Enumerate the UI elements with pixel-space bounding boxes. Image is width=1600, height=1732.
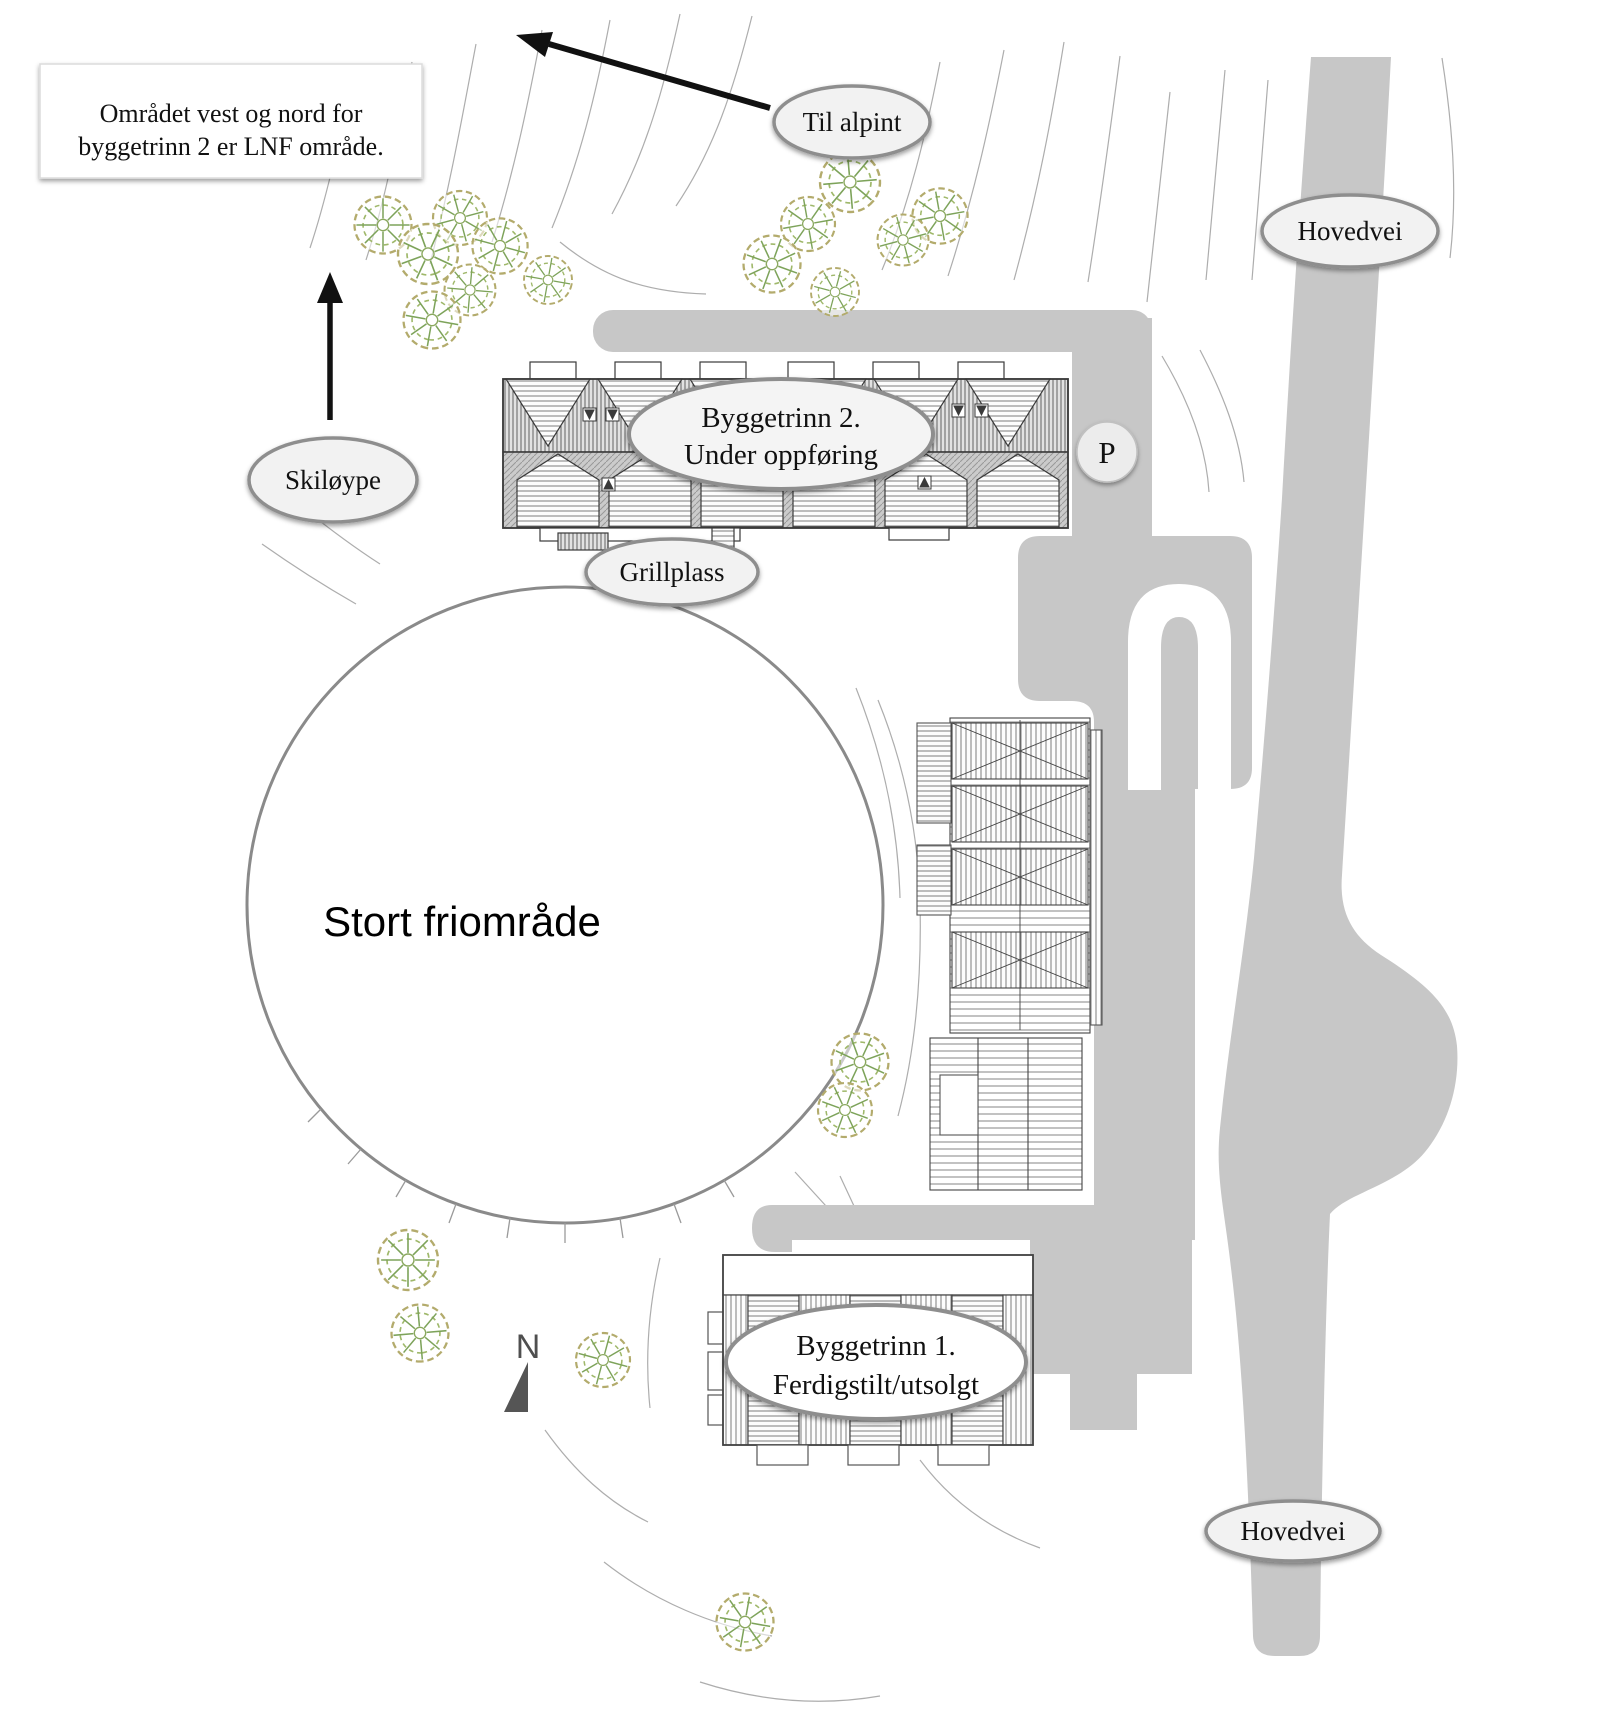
hovedvei-bottom-ellipse	[1204, 1499, 1382, 1563]
parking-label: P	[1098, 435, 1115, 470]
til-alpint-arrow	[516, 32, 771, 111]
tree-icon	[704, 1581, 786, 1663]
til-alpint-label: Til alpint	[803, 107, 902, 137]
north-indicator: N	[504, 1328, 540, 1412]
hovedvei-top-ellipse	[1260, 193, 1440, 269]
byggetrinn2-label-line2: Under oppføring	[684, 439, 878, 471]
north-arrow-icon	[504, 1362, 528, 1412]
til-alpint-ellipse	[772, 84, 932, 160]
note-box: Området vest og nord for byggetrinn 2 er…	[39, 63, 423, 179]
north-label: N	[516, 1328, 541, 1366]
tree-icon	[568, 1325, 638, 1395]
access-road-upper	[593, 310, 1152, 352]
road-arch-cutout	[1128, 584, 1231, 790]
byggetrinn1-label-line1: Byggetrinn 1.	[796, 1330, 956, 1362]
tree-icon	[387, 1300, 453, 1366]
grillplass-label: Grillplass	[620, 557, 725, 587]
skiloype-arrow	[317, 272, 343, 420]
byggetrinn1-label-line2: Ferdigstilt/utsolgt	[773, 1369, 979, 1401]
parking-area	[1030, 1237, 1192, 1430]
building-middle-row	[916, 717, 1103, 1191]
note-line2: byggetrinn 2 er LNF område.	[78, 132, 383, 161]
tree-icon	[364, 1216, 452, 1304]
map-labels: Til alpint Hovedvei Skiløype Byggetrinn …	[247, 84, 1440, 1563]
skiloype-label: Skiløype	[285, 465, 381, 495]
skiloype-ellipse	[247, 436, 419, 524]
roads	[593, 57, 1458, 1656]
grillplass-ellipse	[584, 537, 760, 607]
main-road	[1218, 57, 1458, 1656]
byggetrinn2-ellipse	[627, 377, 935, 491]
access-road-byggetrinn1	[752, 1205, 1195, 1252]
tree-icon	[519, 251, 577, 309]
hovedvei-top-label: Hovedvei	[1298, 216, 1403, 246]
byggetrinn2-label-line1: Byggetrinn 2.	[701, 402, 861, 434]
hovedvei-bottom-label: Hovedvei	[1241, 1516, 1346, 1546]
contour-lines	[261, 13, 1455, 1702]
friomrade-label: Stort friområde	[323, 898, 601, 945]
note-line1: Området vest og nord for	[100, 99, 363, 128]
byggetrinn1-ellipse	[724, 1303, 1028, 1421]
parking-circle	[1076, 421, 1138, 483]
slope-hachures	[307, 1108, 735, 1243]
